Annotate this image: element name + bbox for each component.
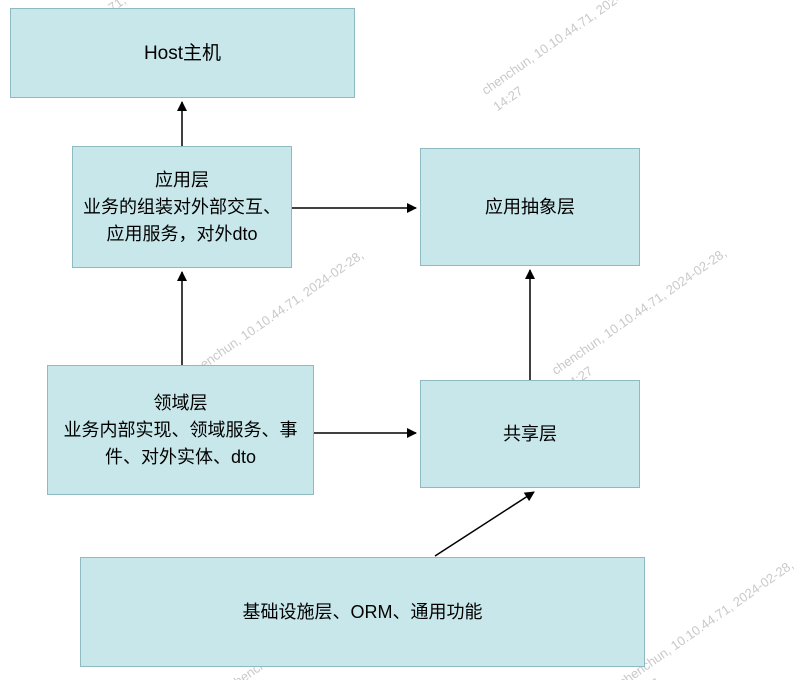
box-infrastructure-layer: 基础设施层、ORM、通用功能 [80, 557, 645, 667]
box-shared-label: 共享层 [503, 423, 557, 444]
box-host-label: Host主机 [143, 42, 222, 64]
box-app-abstraction-label: 应用抽象层 [485, 196, 575, 217]
box-infrastructure-label: 基础设施层、ORM、通用功能 [242, 601, 483, 622]
box-domain-layer: 领域层 业务内部实现、领域服务、事件、对外实体、dto [47, 365, 314, 495]
watermark: chenchun, 10.10.44.71, 2024-02-28, 14:27 [548, 243, 743, 396]
box-application-abstraction-layer: 应用抽象层 [420, 148, 640, 266]
watermark-line2: 14:27 [560, 363, 596, 395]
watermark-line2: 14:27 [490, 83, 526, 115]
box-application-label: 应用层 业务的组装对外部交互、应用服务，对外dto [83, 169, 281, 244]
watermark: chenchun, 10.10.44.71, 2024-02-28, 14:27 [478, 0, 673, 117]
watermark-line1: chenchun, 10.10.44.71, 2024-02-28, [478, 0, 660, 98]
box-application-layer: 应用层 业务的组装对外部交互、应用服务，对外dto [72, 146, 292, 268]
box-host: Host主机 [10, 8, 355, 98]
watermark-line2: 14:27 [626, 572, 809, 680]
box-domain-label: 领域层 业务内部实现、领域服务、事件、对外实体、dto [63, 392, 298, 467]
box-shared-layer: 共享层 [420, 380, 640, 488]
arrow-infrastructure-to-shared [434, 491, 535, 557]
